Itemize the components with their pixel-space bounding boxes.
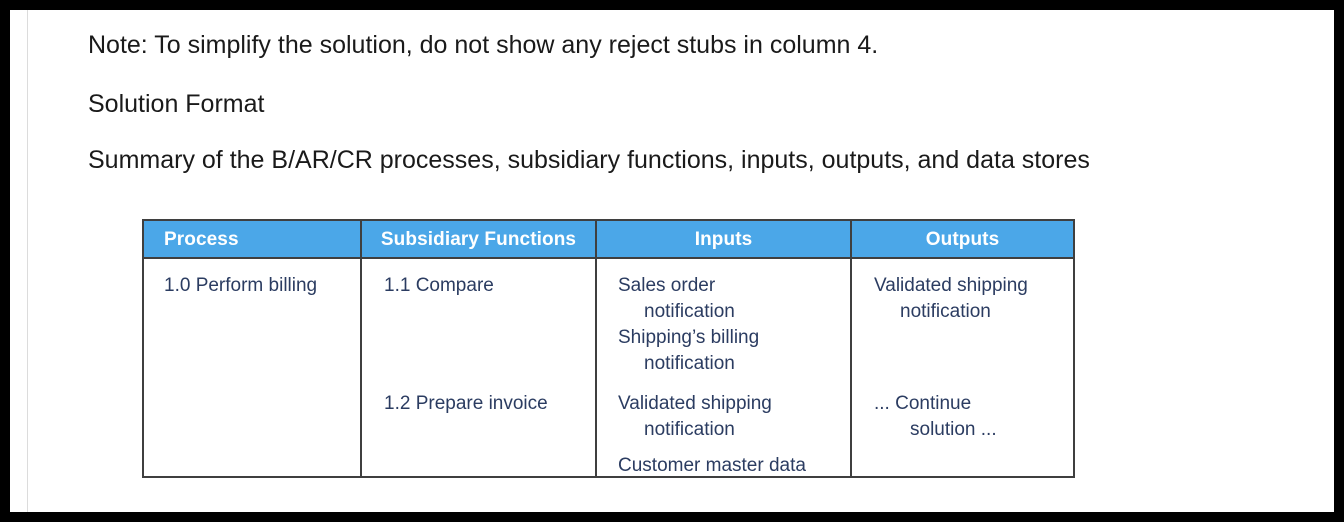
paragraph-solution-format: Solution Format [88, 90, 265, 118]
header-divider-2 [595, 221, 597, 259]
table-cell-inputs-1: Sales order notification Shipping’s bill… [618, 273, 853, 377]
header-divider-1 [360, 221, 362, 259]
column-header-subsidiary-functions: Subsidiary Functions [380, 229, 577, 250]
subsidiary-entry-2: 1.2 Prepare invoice [384, 393, 548, 414]
table-cell-subsidiary-functions-2: 1.2 Prepare invoice [384, 391, 599, 417]
column-header-process: Process [164, 229, 239, 250]
table-cell-inputs-3: Customer master data [618, 453, 853, 479]
table-cell-outputs-2: ... Continue solution ... [874, 391, 1079, 443]
table-cell-outputs-1: Validated shipping notification [874, 273, 1079, 325]
column-header-outputs: Outputs [925, 229, 1000, 250]
paragraph-note: Note: To simplify the solution, do not s… [88, 31, 879, 59]
outputs-entry-1: Validated shipping notification [874, 275, 1028, 322]
column-divider-3 [850, 259, 852, 476]
table-header-row: Process Subsidiary Functions Inputs Outp… [144, 221, 1073, 259]
column-header-inputs: Inputs [694, 229, 753, 250]
inputs-entry-2: Validated shipping notification [618, 393, 772, 440]
subsidiary-entry-1: 1.1 Compare [384, 275, 494, 296]
column-divider-1 [360, 259, 362, 476]
page-gutter-rule [27, 10, 28, 512]
process-entry-1: 1.0 Perform billing [164, 275, 318, 296]
paragraph-summary: Summary of the B/AR/CR processes, subsid… [88, 146, 1090, 174]
document-body: Note: To simplify the solution, do not s… [28, 10, 1334, 512]
column-divider-2 [595, 259, 597, 476]
outputs-entry-2: ... Continue solution ... [874, 393, 997, 440]
table-cell-process: 1.0 Perform billing [164, 273, 364, 299]
inputs-entry-3: Customer master data [618, 455, 806, 476]
table-cell-subsidiary-functions-1: 1.1 Compare [384, 273, 599, 299]
header-divider-3 [850, 221, 852, 259]
summary-table: Process Subsidiary Functions Inputs Outp… [142, 219, 1075, 478]
inputs-entry-1: Sales order notification Shipping’s bill… [618, 275, 760, 374]
document-page: Note: To simplify the solution, do not s… [10, 10, 1334, 512]
table-cell-inputs-2: Validated shipping notification [618, 391, 853, 443]
